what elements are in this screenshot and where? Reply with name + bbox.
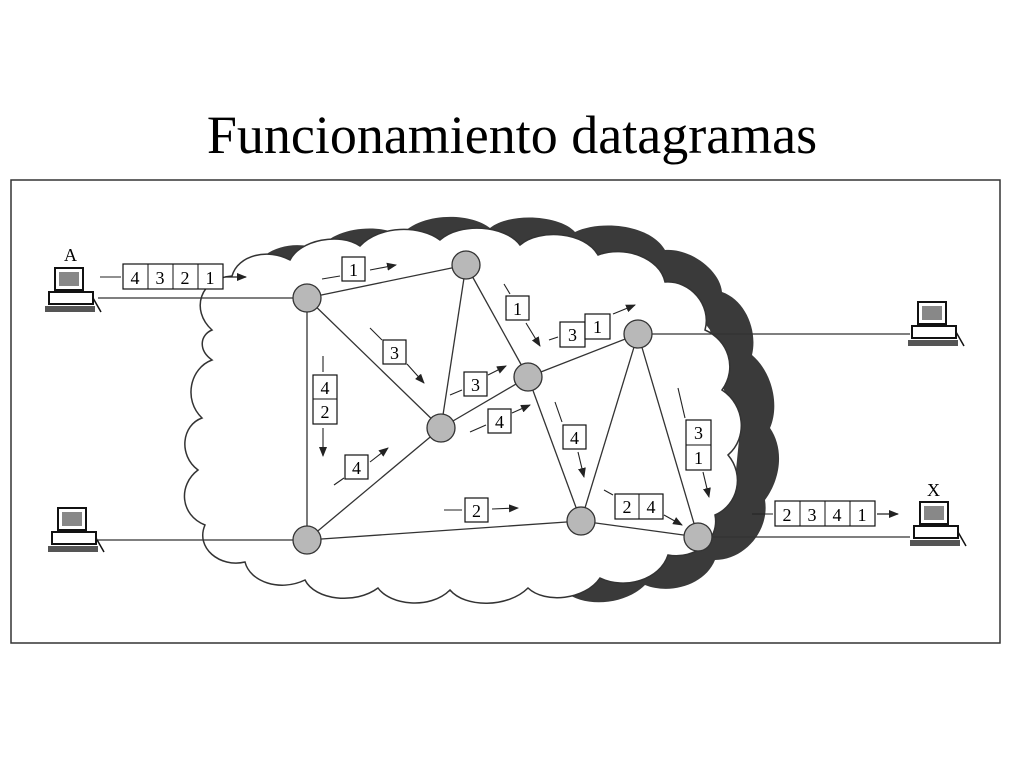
packet: 4 — [562, 424, 587, 450]
host-label-x: X — [927, 480, 940, 500]
packet-number: 1 — [694, 448, 703, 468]
input-sequence: 4 3 2 1 — [100, 263, 247, 290]
seq-digit: 1 — [206, 268, 215, 288]
motion-arrows — [319, 262, 711, 526]
seq-digit: 2 — [783, 505, 792, 525]
router-node — [451, 250, 481, 280]
packet-number: 2 — [321, 402, 330, 422]
router-node — [623, 319, 653, 349]
packet-number: 3 — [568, 325, 577, 345]
computer-icon — [910, 501, 967, 547]
router-node — [292, 283, 322, 313]
diagram-frame — [10, 179, 1001, 644]
packet-number: 4 — [495, 412, 504, 432]
packet-number: 1 — [593, 317, 602, 337]
router-node — [292, 525, 322, 555]
router-node — [566, 506, 596, 536]
packet-number: 3 — [471, 375, 480, 395]
packet-number: 4 — [321, 378, 330, 398]
packet: 1 — [505, 295, 530, 321]
packet: 3 — [463, 371, 488, 397]
packet: 4 — [344, 454, 369, 480]
output-sequence: 2 3 4 1 — [752, 500, 899, 527]
router-node — [426, 413, 456, 443]
access-links — [98, 297, 910, 541]
computer-icon — [48, 507, 105, 553]
packet: 4 — [487, 408, 512, 434]
router-node — [683, 522, 713, 552]
packet-number: 3 — [694, 423, 703, 443]
computer-icon — [908, 301, 965, 347]
packet-number: 2 — [472, 501, 481, 521]
packet: 1 — [341, 256, 366, 282]
seq-digit: 1 — [858, 505, 867, 525]
seq-digit: 2 — [181, 268, 190, 288]
seq-digit: 3 — [808, 505, 817, 525]
packet: 2 — [464, 497, 489, 523]
slide-title: Funcionamiento datagramas — [206, 105, 818, 165]
seq-digit: 4 — [131, 268, 140, 288]
packet-number: 1 — [513, 299, 522, 319]
packet-stack: 4 2 — [312, 374, 338, 425]
packet-number: 4 — [352, 458, 361, 478]
host-label-a: A — [64, 245, 77, 265]
seq-digit: 4 — [833, 505, 842, 525]
packet-number: 4 — [570, 428, 579, 448]
packet-pair: 3 1 — [559, 313, 611, 348]
packet-pair: 2 4 — [614, 493, 664, 520]
packet: 3 — [382, 339, 407, 365]
packet-number: 4 — [647, 497, 656, 517]
packet-number: 2 — [623, 497, 632, 517]
packet-number: 1 — [349, 260, 358, 280]
packet-number: 3 — [390, 343, 399, 363]
packet-stack: 3 1 — [685, 419, 712, 471]
computer-icon — [45, 267, 102, 313]
network-links — [306, 264, 699, 541]
router-node — [513, 362, 543, 392]
seq-digit: 3 — [156, 268, 165, 288]
routers — [292, 250, 713, 555]
